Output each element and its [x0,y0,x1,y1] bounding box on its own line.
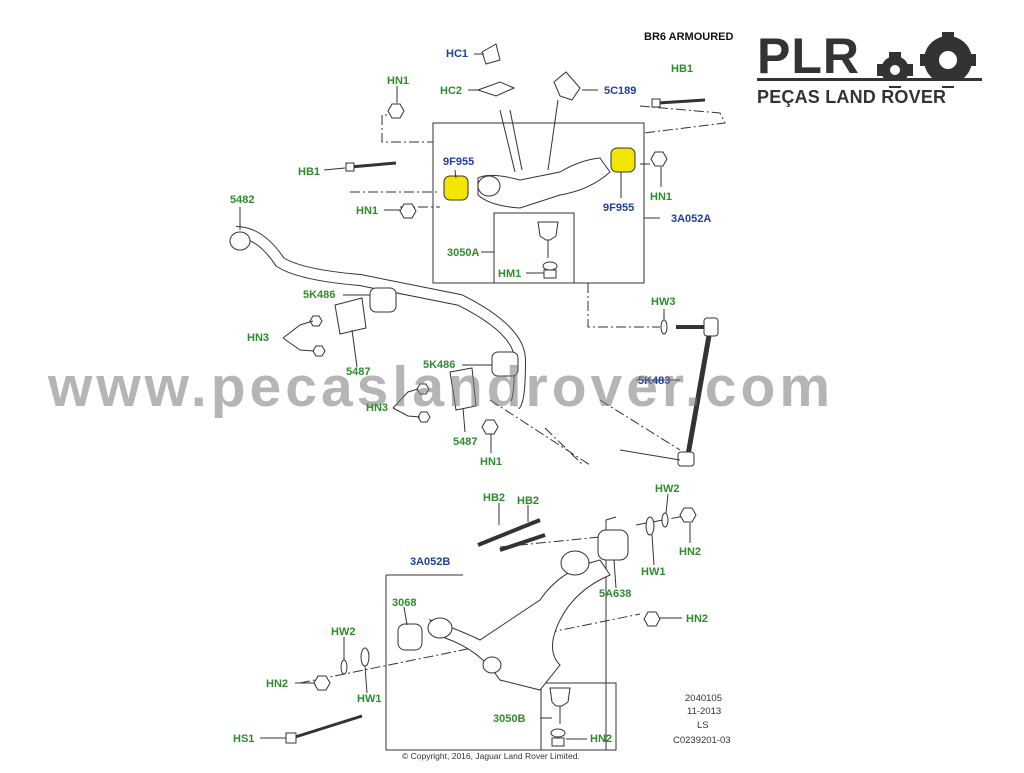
clamp-5487-b [449,367,477,411]
label-hm1: HM1 [498,268,522,280]
bushing-5k486-a [369,287,397,313]
label-hb1-left: HB1 [298,166,321,178]
label-hn2-left: HN2 [266,678,289,690]
bolt-hb1-left [349,161,397,169]
bolt-hb2-b [499,533,546,552]
clamp-5487-a [334,297,367,335]
logo-subtitle: PEÇAS LAND ROVER [757,87,947,107]
label-hw1-left: HW1 [357,693,382,705]
label-hc2: HC2 [440,85,463,97]
label-hb1-top: HB1 [671,63,694,75]
meta-line-4: C0239201-03 [673,735,731,746]
lower-ball-joint [549,687,571,707]
label-3068: 3068 [392,597,417,609]
label-hn1-b: HN1 [356,205,379,217]
label-5482: 5482 [230,194,255,206]
label-hn1-c: HN1 [650,191,673,203]
label-9f955-right: 9F955 [603,202,635,214]
label-3a052a: 3A052A [671,213,712,225]
label-hn3-b: HN3 [366,402,389,414]
bushing-9f955-right [610,147,636,173]
upper-balljoint-box [493,212,575,284]
bracket-hc2 [476,81,516,97]
nut-hn1-b [399,203,417,219]
bolt-hb1-top [657,98,706,105]
label-hw2-left: HW2 [331,626,356,638]
label-5k486-a: 5K486 [303,289,336,301]
meta-line-3: LS [697,720,709,731]
label-5k483: 5K483 [638,375,671,387]
label-hw1-right: HW1 [641,566,666,578]
label-hw2-right: HW2 [655,483,680,495]
stabilizer-link [685,329,713,456]
label-hn1-d: HN1 [480,456,503,468]
meta-line-1: 2040105 [685,693,722,704]
label-hc1: HC1 [446,48,469,60]
label-9f955-left: 9F955 [443,156,475,168]
label-5k486-b: 5K486 [423,359,456,371]
label-hn2-right: HN2 [679,546,702,558]
bracket-5c189 [553,71,581,101]
copyright-text: © Copyright, 2016, Jaguar Land Rover Lim… [402,751,580,761]
label-hn1-a: HN1 [387,75,410,87]
label-3a052b: 3A052B [410,556,451,568]
label-5a638: 5A638 [599,588,632,600]
upper-ball-joint [537,221,559,241]
label-hw3: HW3 [651,296,676,308]
bracket-hc1 [481,43,501,65]
label-hb2-a: HB2 [483,492,506,504]
label-5487-a: 5487 [346,366,371,378]
bushing-5k486-b [491,351,519,377]
nut-hn1-c [650,151,668,167]
label-3050b: 3050B [493,713,526,725]
label-5487-b: 5487 [453,436,478,448]
nut-hn1-a [387,103,405,119]
upper-control-arm [477,157,611,209]
label-hn2-mid: HN2 [686,613,709,625]
label-hs1: HS1 [233,733,255,745]
bushing-5a638 [597,529,629,561]
meta-line-2: 11-2013 [687,706,722,717]
bolt-hb2-a [477,518,541,547]
label-5c189: 5C189 [604,85,637,97]
watermark-text: www.pecaslandrover.com [48,355,834,419]
lower-control-arm [428,559,611,691]
logo-mark: PLR [757,28,860,84]
label-hb2-b: HB2 [517,495,540,507]
bushing-3068 [397,623,423,651]
bolt-hs1 [291,714,363,740]
label-hn3-a: HN3 [247,332,270,344]
variant-header: BR6 ARMOURED [644,31,734,43]
bushing-9f955-left [443,175,469,201]
label-3050a: 3050A [447,247,480,259]
label-hn2-bottom: HN2 [590,733,613,745]
lower-balljoint-box [540,682,617,751]
